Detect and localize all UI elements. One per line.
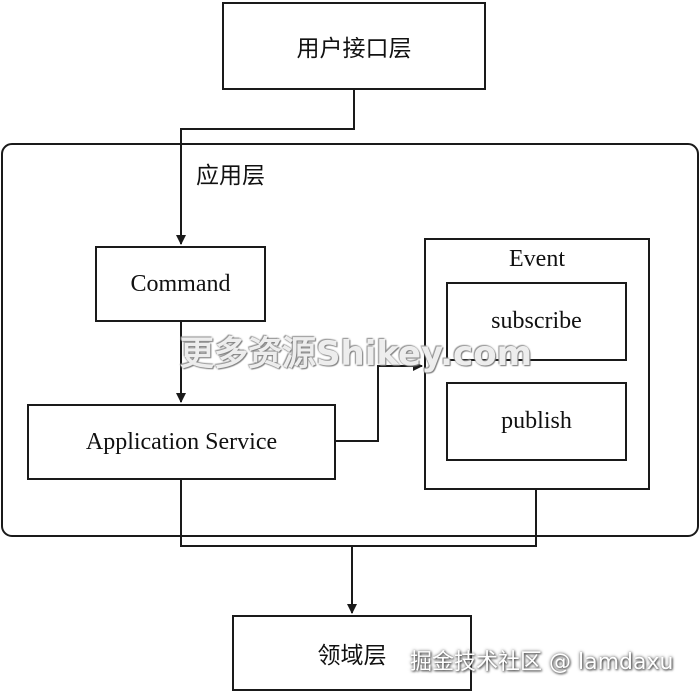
ui-to-command-arrow [176, 90, 355, 245]
command-box: Command [95, 246, 266, 322]
application-service-label: Application Service [85, 428, 278, 455]
event-label: Event [509, 246, 565, 272]
publish-box: publish [446, 382, 627, 461]
service-to-event-arrow [336, 361, 423, 442]
subscribe-box: subscribe [446, 282, 627, 361]
service-to-domain-line [180, 480, 537, 547]
application-layer-label: 应用层 [196, 163, 265, 189]
application-service-box: Application Service [27, 404, 336, 480]
application-layer-container [1, 143, 699, 537]
credit-text: 掘金技术社区 @ lamdaxu [410, 650, 674, 675]
publish-label: publish [501, 408, 572, 434]
watermark-text: 更多资源Shikey.com [180, 334, 533, 374]
user-interface-layer-box: 用户接口层 [222, 2, 486, 90]
command-label: Command [130, 270, 231, 297]
domain-layer-box: 领域层 [232, 615, 472, 691]
user-interface-layer-label: 用户接口层 [296, 36, 412, 62]
domain-layer-label: 领域层 [317, 643, 387, 669]
subscribe-label: subscribe [491, 308, 582, 334]
